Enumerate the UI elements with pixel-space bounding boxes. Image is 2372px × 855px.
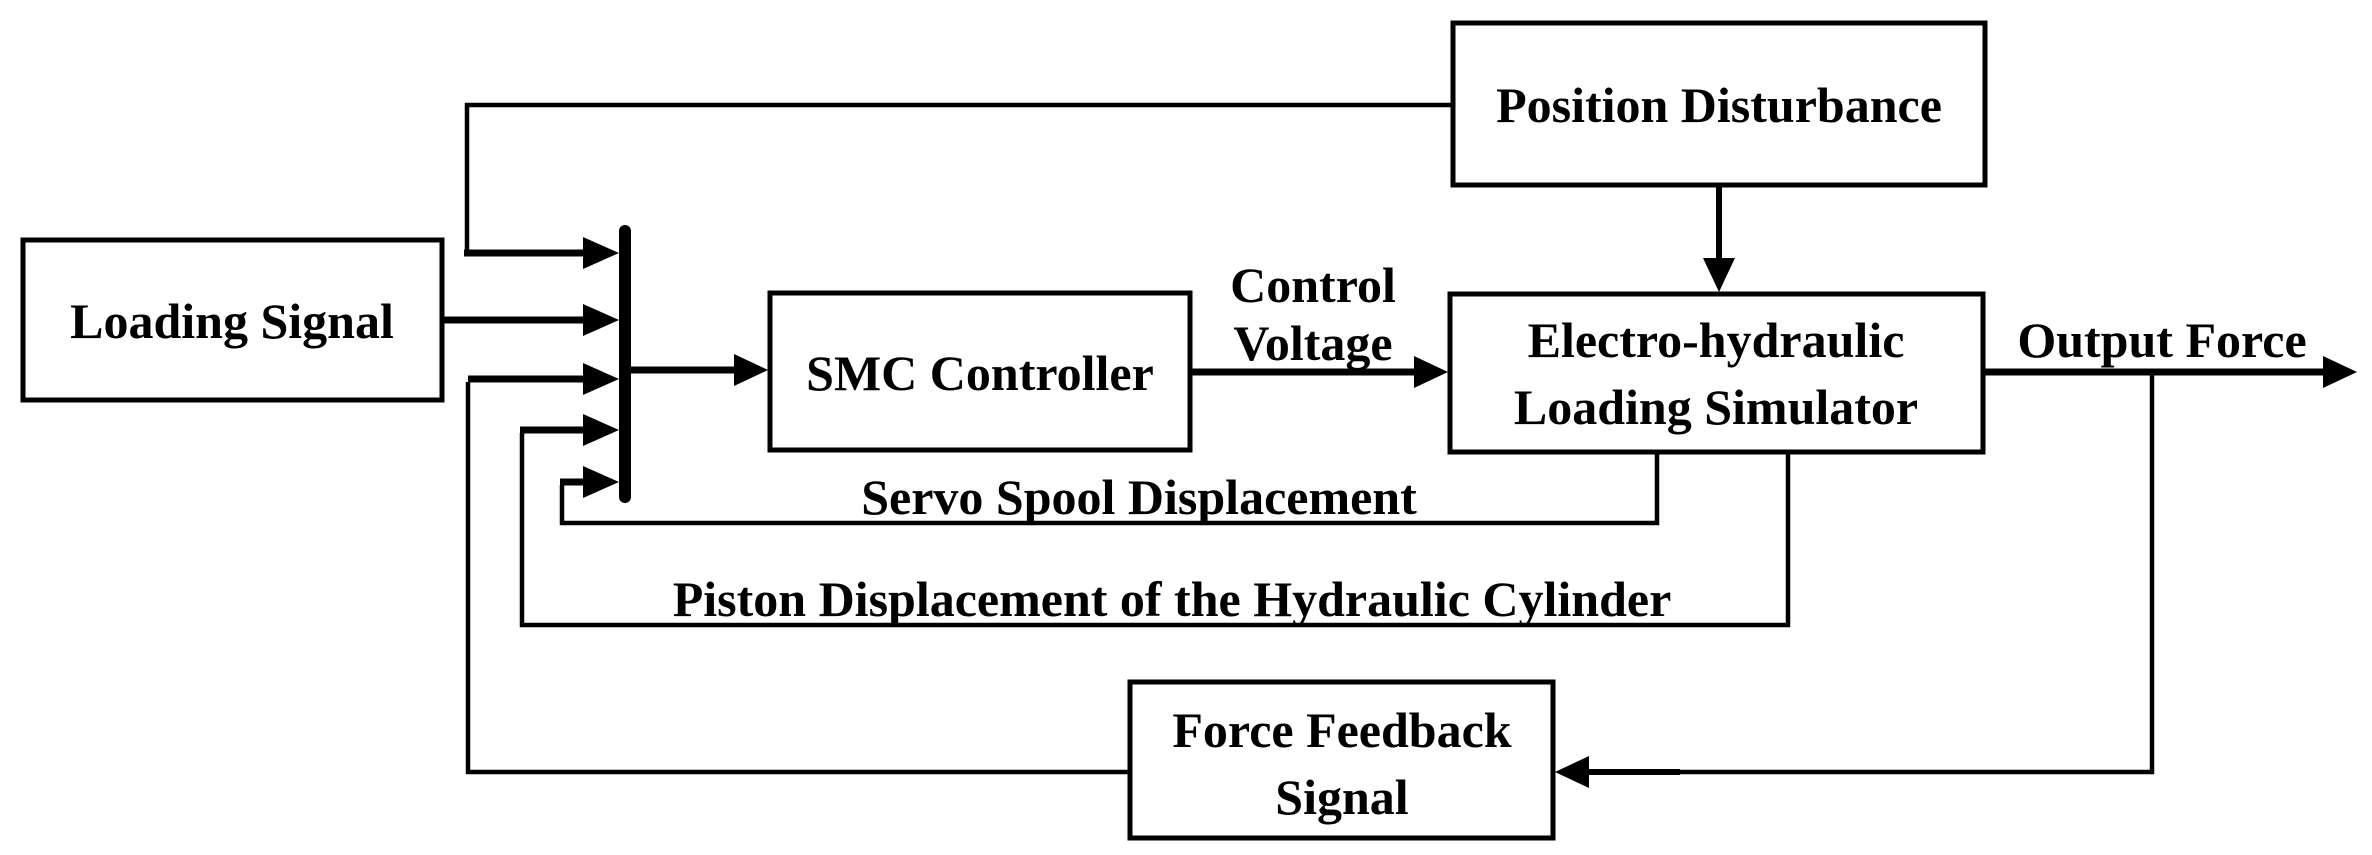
smc-controller-box [767,290,1193,453]
connector-position-disturbance-to-junction [464,102,1453,250]
arrowhead-output-force [2323,356,2357,388]
force-feedback-signal-box [1127,679,1556,841]
position-disturbance-box [1450,20,1988,188]
connector-piston-displacement-feedback [519,433,1791,628]
servo-spool-displacement-label: Servo Spool Displacement [861,469,1417,525]
arrowhead-disturbance-down [1703,258,1735,292]
arrowhead-force-feedback-input [583,363,619,395]
arrowhead-piston-input [583,414,619,446]
arrowhead-loading-signal-input [583,304,619,336]
output-force-label: Output Force [2017,312,2306,368]
arrowhead-into-force-feedback [1555,756,1589,788]
connector-servo-spool-feedback [559,452,1660,526]
electro-hydraulic-simulator-box [1447,291,1986,455]
force-feedback-label-line1: Force Feedback [1172,702,1511,758]
arrowhead-servo-input [583,466,619,498]
arrowhead-junction-to-smc [734,354,768,386]
arrowhead-control-voltage [1414,356,1448,388]
force-feedback-label-line2: Signal [1275,769,1409,825]
loading-signal-box [20,237,445,403]
position-disturbance-label: Position Disturbance [1496,77,1942,133]
control-voltage-label-line1: Control [1230,257,1396,313]
electro-hydraulic-label-line2: Loading Simulator [1514,379,1918,435]
connector-force-feedback-to-junction [465,382,1130,775]
arrowhead-disturbance-input [583,237,619,269]
loading-signal-label: Loading Signal [70,293,394,349]
summing-junction-bar [619,225,631,503]
electro-hydraulic-label-line1: Electro-hydraulic [1528,312,1905,368]
connector-output-to-force-feedback [1640,372,2155,775]
control-voltage-label-line2: Voltage [1233,315,1392,371]
smc-controller-label: SMC Controller [806,345,1154,401]
piston-displacement-label: Piston Displacement of the Hydraulic Cyl… [673,571,1672,627]
